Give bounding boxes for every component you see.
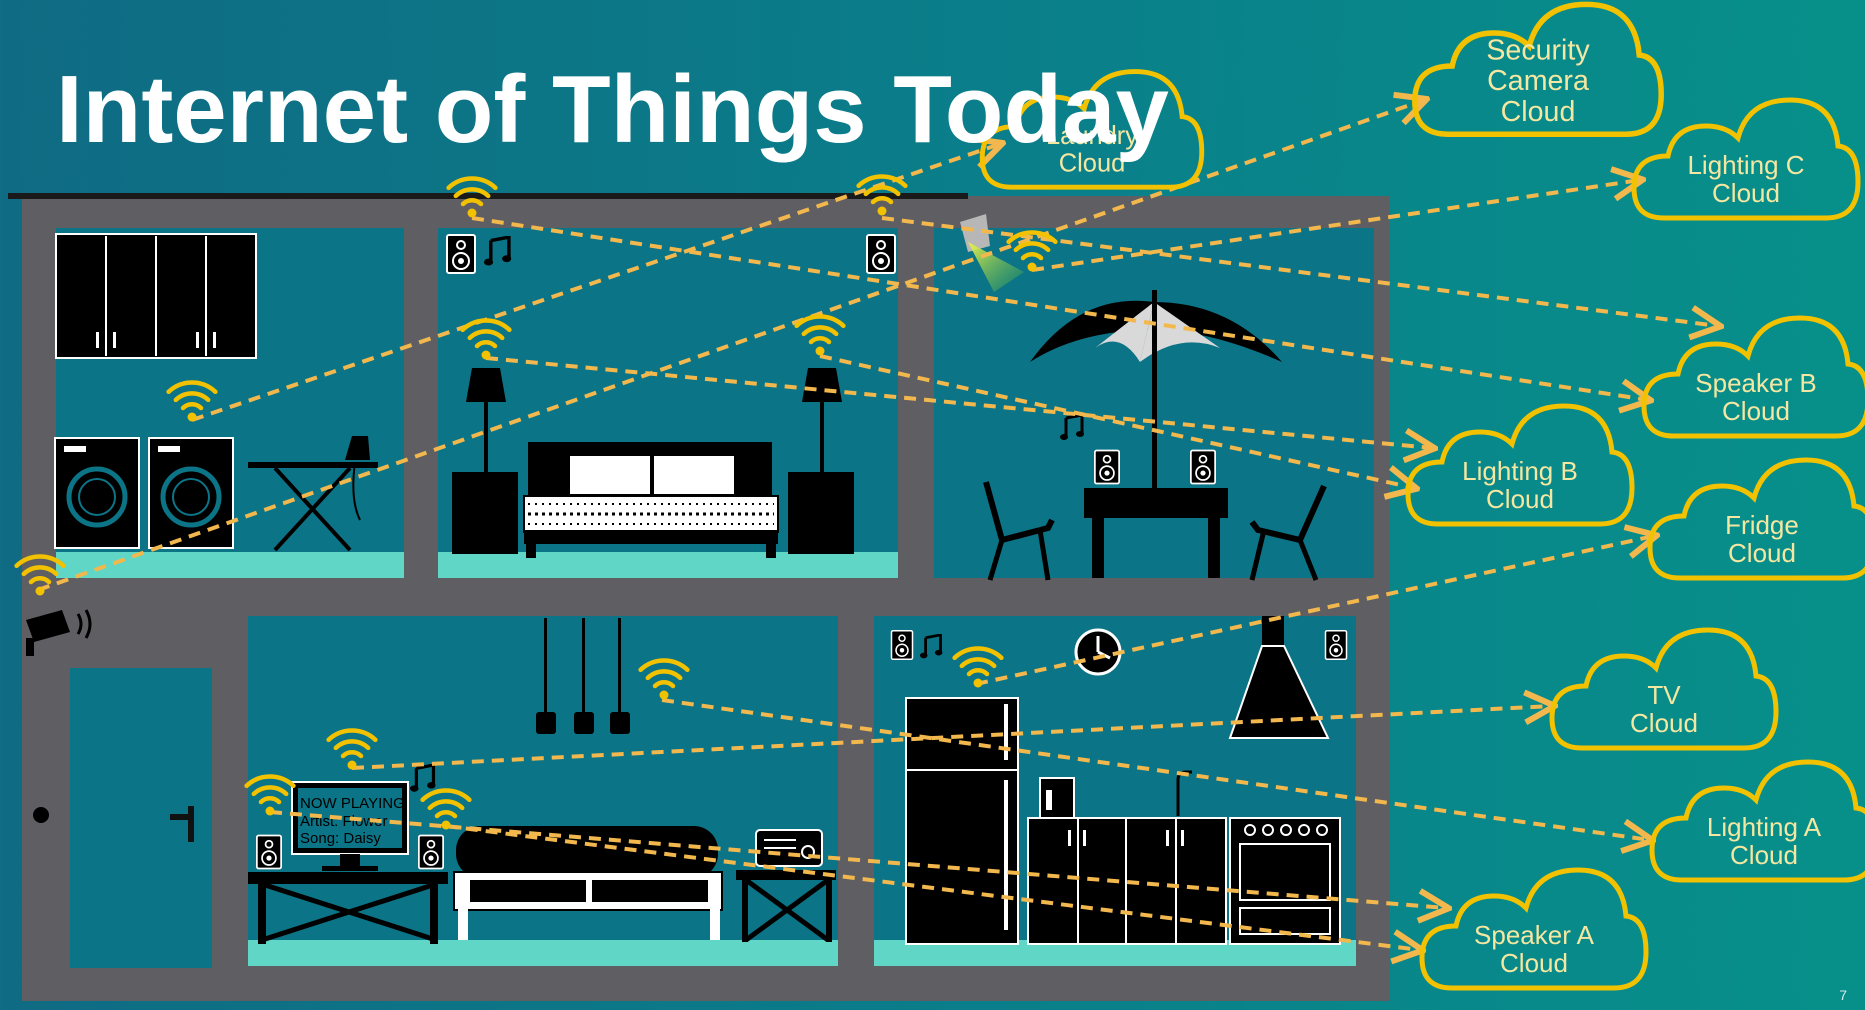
sofa	[523, 442, 779, 558]
cloud-label: Cloud	[1501, 96, 1576, 128]
speaker-icon	[1094, 449, 1120, 485]
patio-table	[1084, 488, 1228, 578]
washing-machine	[54, 437, 140, 549]
arrow-speaker-b-1	[471, 216, 1648, 400]
cloud-icon	[979, 69, 1205, 190]
wall-cabinets	[55, 233, 257, 359]
cloud-icon	[1641, 315, 1865, 439]
cloud-label: Cloud	[1712, 178, 1780, 208]
arrow-lighting-c	[1031, 180, 1640, 272]
cloud-label: Cloud	[1630, 708, 1698, 738]
cloud-icon	[1649, 759, 1865, 883]
speaker-icon	[866, 234, 896, 274]
pendant-lights	[536, 618, 630, 734]
media-sofa	[453, 826, 723, 940]
kitchen-furniture	[890, 616, 1348, 945]
cloud-label: Cloud	[1500, 948, 1568, 978]
coffee-maker	[1039, 777, 1075, 819]
cloud-label: Laundry	[1046, 122, 1138, 150]
chair-left	[983, 481, 1055, 581]
arrow-speaker-a-1	[269, 810, 1446, 908]
side-table	[736, 870, 836, 943]
floor	[56, 552, 404, 578]
cloud-label: Cloud	[1486, 484, 1554, 514]
tv-stand	[248, 872, 448, 944]
cloud-label: Security	[1486, 34, 1590, 66]
arrow-laundry	[191, 144, 1000, 422]
now-playing-artist: Artist: Flower	[300, 813, 388, 830]
floor-lamp-left	[452, 368, 518, 554]
arrow-lighting-a	[661, 698, 1650, 840]
speaker-icon	[1324, 630, 1348, 660]
cloud-icon	[1412, 1, 1664, 137]
cloud-label: Lighting B	[1462, 456, 1578, 486]
cloud-label: Lighting A	[1707, 812, 1822, 842]
cloud-label: Lighting C	[1687, 150, 1804, 180]
speaker-icon	[890, 630, 914, 660]
page-title: Internet of Things Today	[56, 56, 1169, 163]
floor-lamp-right	[788, 368, 854, 554]
security-light	[960, 214, 990, 252]
cloud-label: Cloud	[1059, 149, 1126, 177]
media-room-furniture: NOW PLAYING Artist: Flower Song: Daisy	[248, 618, 836, 944]
speaker-icon	[256, 834, 282, 870]
dryer	[148, 437, 234, 549]
arrow-speaker-a-2	[445, 824, 1420, 950]
living-room-furniture	[446, 234, 896, 558]
laundry-furniture	[54, 233, 378, 552]
speaker-icon	[1190, 449, 1216, 485]
speaker-icon	[446, 234, 476, 274]
cloud-label: Cloud	[1722, 396, 1790, 426]
arrow-fridge	[975, 536, 1654, 686]
range-hood	[1228, 616, 1330, 739]
cloud-icon	[1405, 403, 1635, 527]
speaker-icon	[418, 834, 444, 870]
cloud-label: TV	[1647, 680, 1681, 710]
cloud-icon	[1419, 867, 1649, 991]
cloud-label: Fridge	[1725, 510, 1799, 540]
arrow-lighting-b-2	[819, 354, 1414, 488]
chair-right	[1249, 484, 1327, 581]
wall-clock	[1074, 628, 1122, 676]
radio	[755, 829, 823, 867]
cloud-icon	[1647, 457, 1865, 581]
now-playing-label: NOW PLAYING	[300, 795, 405, 812]
television: NOW PLAYING Artist: Flower Song: Daisy	[291, 781, 409, 871]
arrow-lighting-b-1	[485, 356, 1432, 448]
now-playing-song: Song: Daisy	[300, 830, 381, 847]
ironing-board	[248, 436, 378, 552]
doorbell	[33, 807, 49, 823]
arrow-tv	[351, 706, 1552, 770]
cloud-label: Speaker B	[1695, 368, 1816, 398]
cloud-label: Cloud	[1728, 538, 1796, 568]
cloud-icon	[1549, 627, 1779, 751]
page-number: 7	[1839, 987, 1847, 1003]
kitchen-cabinets	[1027, 770, 1227, 945]
cloud-label: Speaker A	[1474, 920, 1595, 950]
security-camera	[26, 609, 92, 656]
floor	[248, 940, 838, 966]
floor	[438, 552, 898, 578]
cloud-label: Cloud	[1730, 840, 1798, 870]
oven	[1229, 817, 1341, 945]
door-handle	[188, 806, 194, 842]
cloud-icon	[1631, 97, 1861, 221]
cloud-label: Camera	[1487, 65, 1589, 97]
clouds: LaundryCloudSecurityCameraCloudLighting …	[979, 1, 1865, 991]
